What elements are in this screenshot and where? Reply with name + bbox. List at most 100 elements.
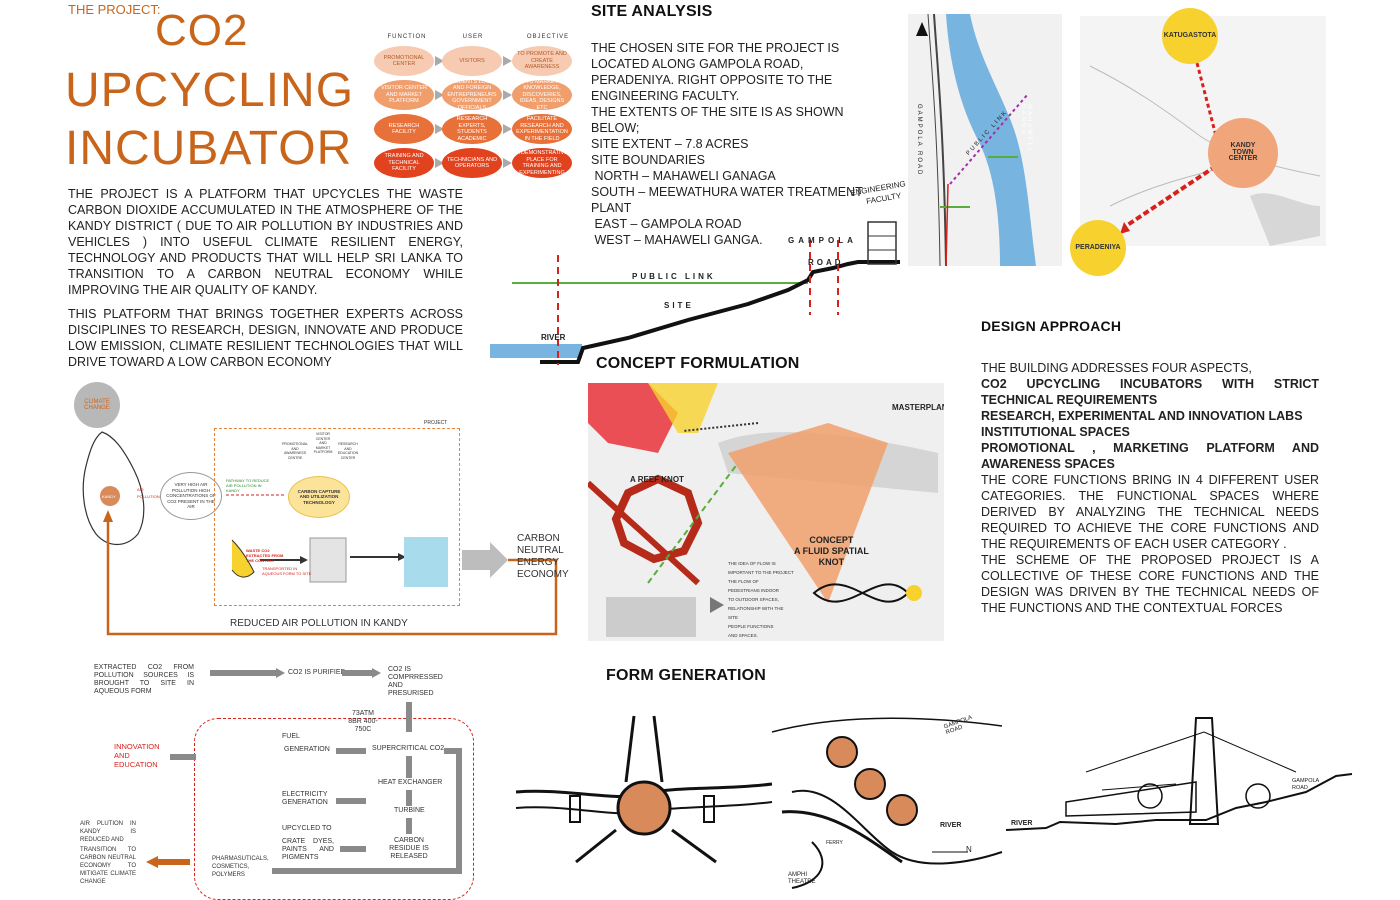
sketch2-river: RIVER [940,822,962,829]
design-para-2: THE SCHEME OF THE PROPOSED PROJECT IS A … [981,553,1319,615]
pathway-label: PATHWAY TO REDUCE AIR POLLUTION IN KANDY [226,478,270,493]
arrow-left-icon [146,856,158,868]
sri-lanka-outline [82,431,145,546]
project-box [214,428,460,606]
process-crate: CRATE DYES, PAINTS AND PIGMENTS [282,838,334,861]
section-label-public-link: PUBLIC LINK [632,272,716,281]
kandy-dot-label: KANDY [102,494,116,499]
process-compressed: CO2 IS COMPRRESSED AND PRESURISED [388,666,443,697]
site-line: ENGINEERING FACULTY. [591,89,740,103]
matrix-cell-objective: A DEMONSTRATIVE PLACE FOR TRAINING AND E… [512,148,572,178]
process-heat-exchanger: HEAT EXCHANGER [378,779,443,786]
arrow-right-icon [503,56,512,66]
arrow-right-icon [435,124,444,134]
carbon-capture-label: CARBON CAPTURE AND UTILIZATION TECHNOLOG… [297,488,341,505]
waste-co2-label: WASTE CO2 EXTRACTED FROM THE CONTEXT [246,548,284,563]
site-line: BELOW; [591,121,640,135]
section-label-river: RIVER [541,333,566,342]
site-line: NORTH – MAHAWELI GANAGA [591,169,776,183]
sketch2-ferry: FERRY [826,840,843,846]
north-arrow-icon [916,22,928,36]
process-vertical-bar [406,818,412,834]
arrow-right-icon [276,668,285,678]
peradeniya-circle: PERADENIYA [1070,220,1126,276]
site-line: WEST – MAHAWELI GANGA. [591,233,763,247]
matrix-cell-user: RESEARCH EXPERTS, STUDENTS ACADEMIC [442,114,502,144]
site-analysis-heading: SITE ANALYSIS [591,3,713,20]
masterplan-label: MASTERPLAN [892,403,944,412]
process-loop-bar [272,868,462,874]
page-title-line3: INCUBATOR [65,122,353,175]
flow-line: THE IDEA OF FLOW IS [728,561,776,566]
process-arrow-bar [158,859,190,865]
transported-label: TRANSPORTED IN AQUEOUS FORM TO SITE [262,566,312,576]
center-label: CENTER [1228,155,1258,163]
flow-line: PEOPLE FUNCTIONS [728,624,774,629]
site-line: EAST – GAMPOLA ROAD [591,217,742,231]
process-innovation: INNOVATION AND EDUCATION [114,742,160,769]
arrow-right-icon [435,158,444,168]
matrix-cell-function: TRAINING AND TECHNICAL FACILITY [374,148,434,178]
arrow-right-icon [503,90,512,100]
town-label: TOWN [1232,148,1254,156]
site-analysis-text: THE CHOSEN SITE FOR THE PROJECT IS LOCAT… [591,40,891,248]
site-line: PLANT [591,201,632,215]
matrix-header-objective: OBJECTIVE [526,34,570,40]
process-transition: TRANSITION TO CARBON NEUTRAL ECONOMY TO … [80,847,136,885]
katugastota-label: KATUGASTOTA [1163,31,1217,39]
process-loop-bar [444,748,462,754]
design-approach-heading: DESIGN APPROACH [981,318,1122,334]
process-arrow-bar [210,670,276,676]
flow-line: IMPORTANT TO THE PROJECT [728,570,794,575]
promo-label: VISITOR CENTER AND MARKET PLATFORM [313,432,333,454]
peradeniya-label: PERADENIYA [1075,243,1121,251]
electricity-box [404,537,448,587]
flow-line: AND SPACES. [728,633,758,638]
process-extracted: EXTRACTED CO2 FROM POLLUTION SOURCES IS … [94,664,194,695]
project-prefix: THE PROJECT: [68,2,161,17]
sketch3-river: RIVER [1011,820,1033,827]
section-label-gampola: GAMPOLA [788,236,857,245]
matrix-cell-objective: FACILITATE RESEARCH AND EXPERIMENTATION … [512,114,572,144]
process-arrow-bar [170,754,196,760]
process-vertical-bar [406,790,412,806]
very-high-pollution-ellipse: VERY HIGH AIR POLLUTION HIGH CONCENTRATI… [160,472,222,520]
climate-change-label: CLIMATE CHANGE [84,398,110,412]
process-vertical-bar [406,756,412,778]
sketch3-gampola: GAMPOLA ROAD [1292,778,1319,791]
form-sketch-2 [771,717,1003,889]
process-upcycled: UPCYCLED TO [282,825,332,832]
carbon-neutral-label: CARBON NEUTRAL ENERGY ECONOMY [517,533,569,580]
matrix-cell-function: RESEARCH FACILITY [374,114,434,144]
matrix-cell-user: VISITORS [442,46,502,76]
site-line: LOCATED ALONG GAMPOLA ROAD, [591,57,804,71]
concept-line: A FLUID SPATIAL [794,546,869,556]
process-turbine: TURBINE [394,807,425,814]
matrix-header-function: FUNCTION [387,34,427,40]
design-aspect: PROMOTIONAL , MARKETING PLATFORM AND AWA… [981,441,1319,471]
design-aspect: INSTITUTIONAL SPACES [981,425,1130,439]
process-arrow-bar [336,798,366,804]
sketch2-north: N [966,845,972,854]
climate-change-circle: CLIMATE CHANGE [74,382,120,428]
kandy-town-circle: KANDY TOWN CENTER [1208,118,1278,188]
flow-line: RELATIONSHIP WITH THE [728,606,784,611]
intro-paragraph-2: THIS PLATFORM THAT BRINGS TOGETHER EXPER… [68,307,463,369]
form-generation-heading: FORM GENERATION [606,667,767,684]
site-line: PERADENIYA. RIGHT OPPOSITE TO THE [591,73,833,87]
process-supercritical: SUPERCRITICAL CO2 [372,745,445,752]
matrix-cell-function: VISITOR CENTER AND MARKET PLATFORM [374,80,434,110]
matrix-cell-user: TECHNICIANS AND OPERATORS [442,148,502,178]
flow-line: SITE [728,615,739,620]
site-line: THE CHOSEN SITE FOR THE PROJECT IS [591,41,840,55]
process-air-reduced: AIR PLUTION IN KANDY IS REDUCED AND [80,821,136,843]
flow-line: TO OUTDOOR SPACES, [728,597,779,602]
carbon-capture-ellipse: CARBON CAPTURE AND UTILIZATION TECHNOLOG… [288,476,350,518]
climate-arrows [103,494,558,636]
page-title-line1: CO2 [155,6,249,55]
concept-masterplan: MASTERPLAN A REEF KNOT CONCEPT A FLUID S… [588,383,944,641]
form-sketch-1 [515,715,773,864]
process-pharma: PHARMASUTICALS, COSMETICS, POLYMERS [212,856,269,878]
concept-heading: CONCEPT FORMULATION [596,355,800,372]
process-fuel: FUEL [282,733,300,740]
